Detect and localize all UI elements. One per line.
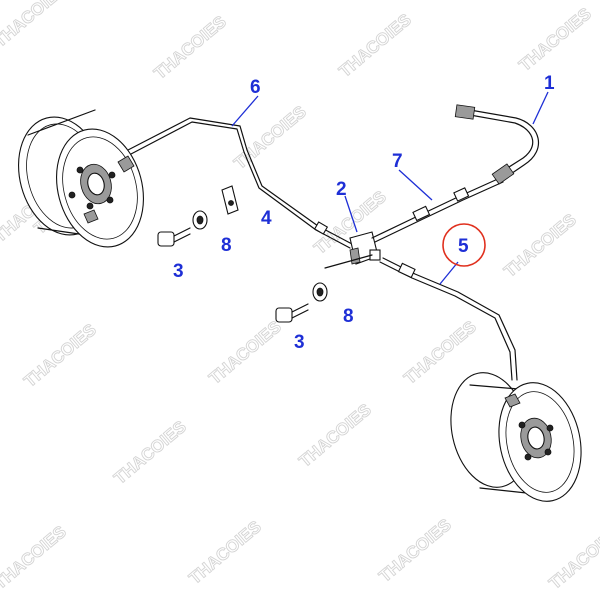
callout-4: 4 — [261, 208, 272, 229]
washer-8-upper — [192, 210, 208, 230]
watermark: THACOIES — [150, 12, 230, 83]
callout-5-highlight — [442, 223, 486, 267]
right-wheel — [450, 372, 582, 502]
brake-hose-1 — [454, 104, 540, 185]
callout-7: 7 — [392, 151, 403, 172]
callout-8-lower: 8 — [343, 306, 354, 327]
watermark: THACOIES — [295, 400, 375, 471]
watermark: THACOIES — [335, 10, 415, 81]
callout-8-upper: 8 — [221, 235, 232, 256]
bolt-3-lower — [275, 303, 309, 323]
watermark: THACOIES — [20, 320, 100, 391]
junction-block-2 — [324, 231, 381, 269]
brake-pipe-5 — [379, 257, 518, 381]
brake-pipe-6 — [127, 117, 353, 249]
watermark: THACOIES — [110, 417, 190, 488]
brake-pipe-7 — [371, 177, 504, 243]
watermark: THACOIES — [500, 210, 580, 281]
callout-2: 2 — [336, 179, 347, 200]
watermark: THACOIES — [185, 517, 265, 588]
callout-3-lower: 3 — [294, 332, 305, 353]
leader-lines — [231, 91, 549, 285]
bolt-3-upper — [157, 227, 191, 247]
watermark: THACOIES — [545, 522, 600, 593]
callout-1: 1 — [544, 73, 555, 94]
clip-4 — [221, 185, 239, 215]
watermark: THACOIES — [205, 317, 285, 388]
callout-6: 6 — [250, 77, 261, 98]
watermark: THACOIES — [0, 0, 70, 51]
left-wheel — [18, 109, 144, 248]
watermark: THACOIES — [375, 515, 455, 586]
watermark: THACOIES — [230, 102, 310, 173]
callout-3-upper: 3 — [173, 261, 184, 282]
watermark: THACOIES — [0, 522, 70, 593]
callout-5: 5 — [458, 236, 469, 257]
washer-8-lower — [312, 282, 328, 302]
watermark: THACOIES — [515, 4, 595, 75]
